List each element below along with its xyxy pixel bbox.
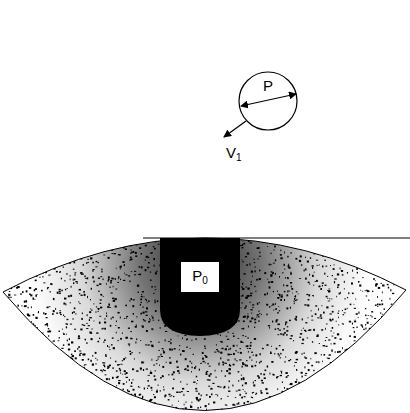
diameter-arrow (241, 94, 296, 106)
particle-circle (239, 72, 297, 130)
region-outline (3, 238, 406, 411)
pressure-box: P0 (181, 262, 219, 292)
velocity-arrow (224, 121, 246, 137)
velocity-label: V1 (226, 145, 242, 163)
dark-column (160, 238, 240, 336)
speckled-region (0, 180, 410, 413)
node-label: P0 (181, 268, 219, 286)
node-label: P (239, 78, 297, 93)
particle-node: P (239, 72, 297, 130)
